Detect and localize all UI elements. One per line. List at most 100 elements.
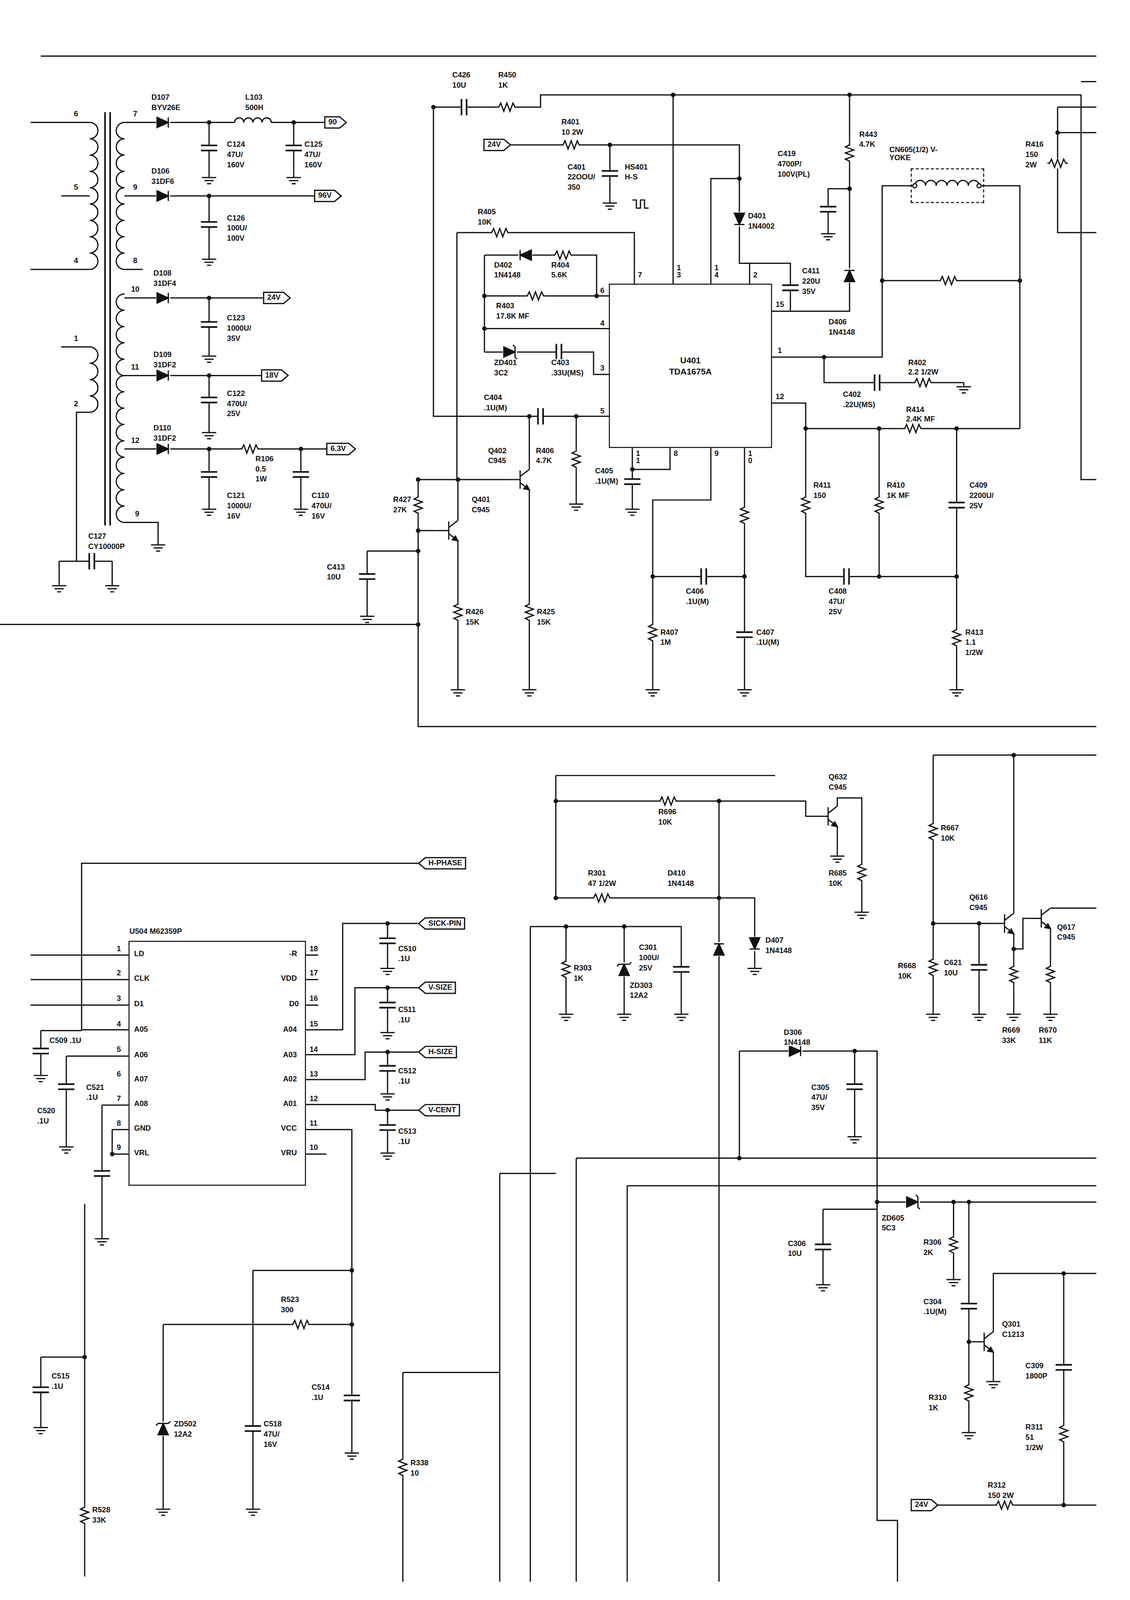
schematic-symbol bbox=[156, 1504, 171, 1516]
schematic-stroke bbox=[30, 955, 129, 1235]
schematic-symbol bbox=[616, 962, 632, 977]
signal-tag: 6.3V bbox=[326, 442, 357, 455]
part-label: GND bbox=[133, 1124, 152, 1132]
part-label: 10 bbox=[130, 285, 141, 294]
schematic-symbol bbox=[737, 1155, 742, 1160]
schematic-symbol bbox=[926, 1010, 941, 1021]
schematic-symbol bbox=[928, 956, 939, 978]
schematic-symbol bbox=[947, 501, 966, 509]
part-label: R402 bbox=[907, 359, 927, 367]
part-label: C945 bbox=[471, 505, 491, 514]
part-label: C513 bbox=[397, 1127, 417, 1135]
part-label: C511 bbox=[397, 1006, 417, 1014]
part-label: C301 bbox=[638, 943, 658, 952]
schematic-symbol bbox=[518, 248, 533, 261]
part-label: 4 bbox=[73, 257, 79, 265]
wire-connector bbox=[81, 862, 418, 1030]
schematic-symbol bbox=[1008, 964, 1020, 985]
schematic-symbol bbox=[1017, 278, 1023, 283]
schematic-symbol bbox=[33, 1423, 48, 1434]
schematic-symbol bbox=[623, 478, 642, 485]
part-label: LD bbox=[133, 949, 145, 958]
part-label: Q632 bbox=[828, 773, 848, 782]
part-label: .1U(M) bbox=[594, 477, 619, 485]
part-label: 1 bbox=[777, 346, 783, 355]
schematic-symbol bbox=[671, 92, 676, 98]
part-label: 12A2 bbox=[173, 1430, 193, 1438]
schematic-symbol bbox=[819, 206, 838, 213]
schematic-symbol bbox=[378, 1002, 397, 1009]
schematic-symbol bbox=[507, 469, 530, 490]
schematic-symbol bbox=[199, 321, 219, 328]
part-label: R413 bbox=[964, 628, 985, 637]
part-label: 13 bbox=[309, 1070, 319, 1078]
part-text: U401 bbox=[680, 355, 701, 366]
part-label: A02 bbox=[282, 1075, 298, 1084]
part-label: 47 1/2W bbox=[587, 879, 617, 888]
schematic-stroke bbox=[912, 183, 917, 188]
part-label: A03 bbox=[282, 1050, 298, 1059]
schematic-symbol bbox=[342, 1394, 362, 1402]
schematic-symbol bbox=[412, 494, 424, 516]
part-label: 1K bbox=[497, 81, 509, 90]
schematic-symbol bbox=[954, 574, 959, 579]
schematic-symbol bbox=[502, 344, 518, 360]
part-text: 18V bbox=[265, 370, 279, 380]
part-label: 4700P/ bbox=[777, 160, 803, 168]
signal-tag: 90 bbox=[324, 116, 348, 129]
schematic-stroke bbox=[30, 122, 90, 270]
part-label: 35V bbox=[810, 1104, 825, 1112]
part-label: 2W bbox=[1024, 161, 1038, 169]
schematic-symbol bbox=[88, 552, 95, 571]
part-label: R303 bbox=[573, 964, 593, 972]
part-label: C127 bbox=[87, 532, 107, 540]
schematic-symbol bbox=[854, 908, 869, 919]
schematic-symbol bbox=[105, 581, 120, 592]
part-label: 1000U/ bbox=[226, 324, 252, 332]
part-label: R670 bbox=[1038, 1026, 1058, 1034]
schematic-symbol bbox=[552, 250, 574, 261]
part-label: 220U bbox=[801, 277, 821, 285]
part-label: 1 bbox=[116, 944, 122, 953]
part-label: ZD605 bbox=[881, 1214, 905, 1222]
schematic-symbol bbox=[972, 1010, 987, 1021]
schematic-symbol bbox=[525, 290, 546, 302]
schematic-symbol bbox=[360, 611, 375, 623]
schematic-symbol bbox=[416, 477, 421, 482]
part-label: C521 bbox=[85, 1083, 106, 1092]
part-label: D401 bbox=[747, 212, 767, 220]
schematic-stroke bbox=[499, 144, 791, 312]
schematic-symbol bbox=[650, 574, 655, 579]
part-label: C514 bbox=[310, 1383, 331, 1391]
tag-shape bbox=[314, 190, 341, 202]
schematic-symbol bbox=[150, 540, 166, 552]
schematic-symbol bbox=[739, 505, 750, 526]
schematic-symbol bbox=[156, 369, 171, 382]
wires bbox=[0, 55, 1097, 1581]
part-label: A08 bbox=[133, 1099, 149, 1108]
part-text: SICK-PIN bbox=[428, 918, 462, 928]
part-label: 5.6K bbox=[550, 271, 568, 280]
schematic-symbol bbox=[156, 291, 171, 304]
schematic-stroke bbox=[105, 112, 111, 526]
part-label: 47U/ bbox=[828, 597, 846, 606]
part-label: 15K bbox=[536, 618, 552, 626]
part-label: R403 bbox=[495, 301, 515, 310]
part-label: 1K bbox=[573, 974, 584, 982]
part-label: .22U(MS) bbox=[842, 400, 876, 409]
part-text: 24V bbox=[914, 1499, 929, 1509]
schematic-symbol bbox=[206, 295, 212, 301]
schematic-symbol bbox=[1043, 1010, 1058, 1021]
part-label: .1U(M) bbox=[685, 597, 710, 606]
part-label: 1.1 bbox=[964, 638, 977, 647]
part-label: 15 bbox=[775, 301, 785, 309]
schematic-symbol bbox=[573, 413, 579, 419]
schematic-symbol bbox=[905, 1194, 920, 1210]
schematic-symbol bbox=[737, 176, 742, 181]
schematic-symbol bbox=[1011, 752, 1016, 758]
signal-tag: V-SIZE bbox=[418, 981, 457, 994]
part-label: 10U bbox=[787, 1249, 803, 1258]
part-label: 14 bbox=[309, 1045, 319, 1054]
part-label: 100V bbox=[226, 234, 246, 243]
schematic-symbol bbox=[452, 602, 464, 623]
